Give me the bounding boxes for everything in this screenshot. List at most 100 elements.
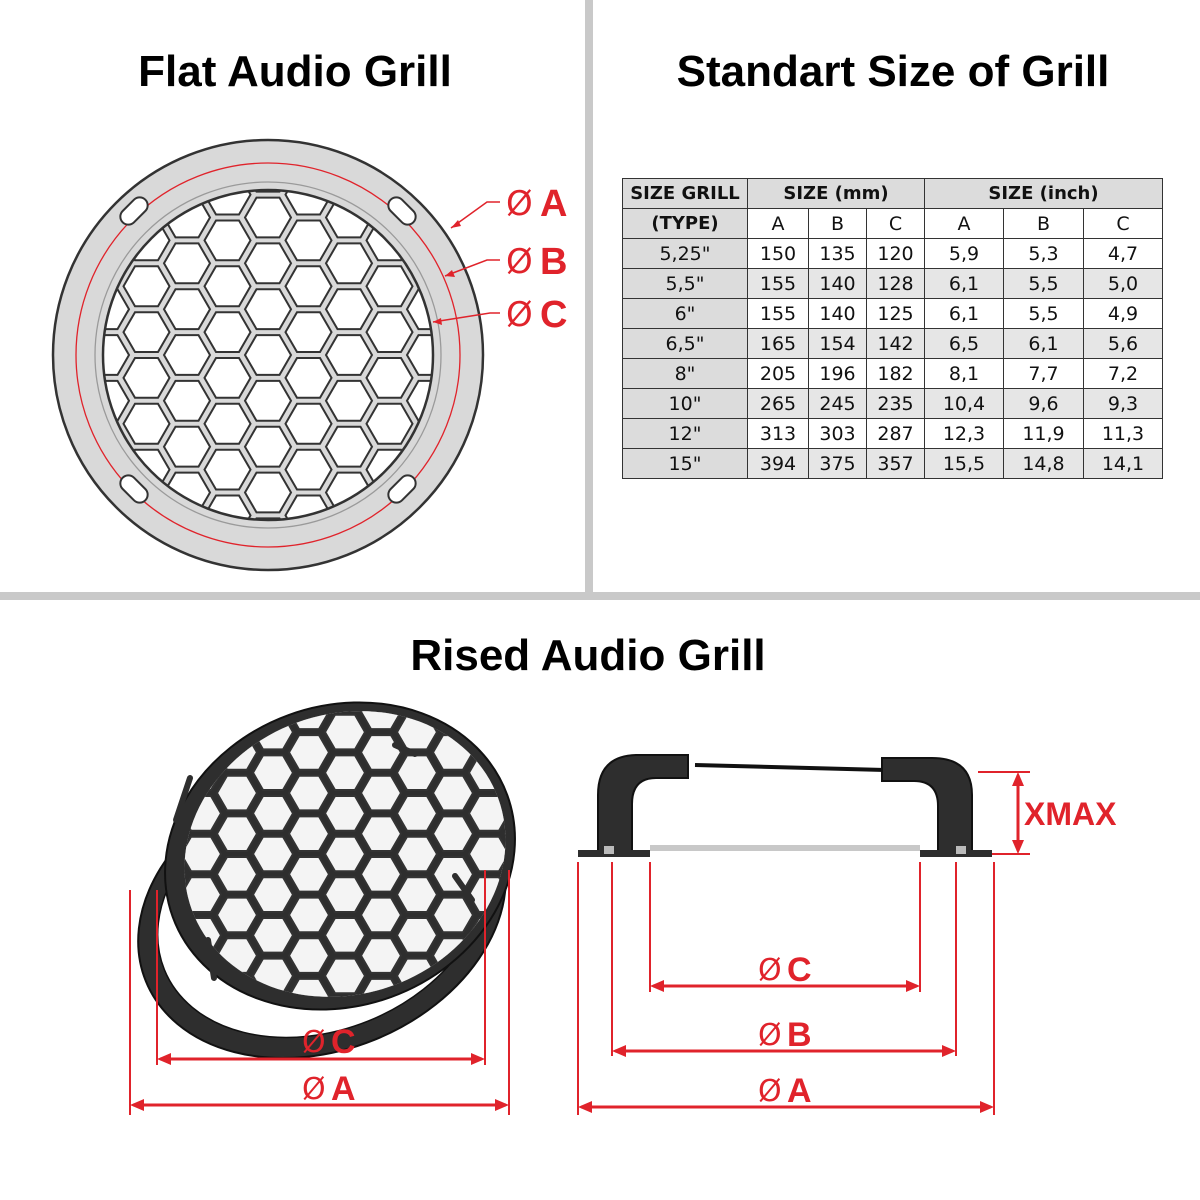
size-value-cell: 14,8 [1003,448,1084,479]
hex-cell [488,106,534,146]
standard-size-title: Standart Size of Grill [676,47,1110,96]
perspective-diameter-symbol-a: Ø [302,1072,326,1107]
hex-cell [103,334,131,376]
perspective-label-c: C [331,1023,356,1061]
hex-cell [2,152,48,192]
hex-cell [2,427,48,467]
size-value-cell: 5,6 [1083,328,1163,359]
hex-cell [43,175,89,215]
size-type-cell: 12" [622,418,748,449]
hex-cell [2,198,48,238]
header-inch: SIZE (inch) [924,178,1163,209]
hex-cell [359,937,403,974]
size-value-cell: 125 [866,298,925,329]
hex-cell [431,666,475,690]
hex-cell [397,1081,437,1116]
hex-cell [284,357,333,399]
size-value-cell: 5,0 [1083,268,1163,299]
size-value-cell: 135 [808,238,867,269]
side-label-c: C [787,951,812,989]
size-value-cell: 10,4 [924,388,1004,419]
size-value-cell: 165 [747,328,809,359]
size-value-cell: 182 [866,358,925,389]
hex-cell [215,896,259,934]
size-value-cell: 205 [747,358,809,389]
hex-cell [324,288,374,331]
size-value-cell: 245 [808,388,867,419]
size-value-cell: 150 [747,238,809,269]
hex-cell [251,673,295,710]
hex-cell [143,666,151,670]
leader-a [450,201,500,229]
hex-cell [164,106,210,146]
hex-cell [243,425,293,468]
hex-cell [467,666,511,670]
hex-cell [251,876,295,913]
hex-cell [124,83,170,123]
hex-cell [361,1060,401,1095]
flat-diameter-symbol-b: Ø [506,242,533,282]
hex-cell [407,564,453,604]
hex-cell [287,856,331,893]
hex-cell [179,673,223,710]
hex-cell [323,713,367,751]
size-type-cell: 5,25" [622,238,748,269]
hex-cell [43,83,89,123]
hex-cell [2,473,48,513]
perspective-diameter-symbol-c: Ø [302,1025,326,1060]
hex-cell [488,335,534,375]
hex-cell [83,60,129,100]
hex-cell [323,957,367,995]
sub-header: C [866,208,925,239]
hex-cell [162,242,212,285]
size-value-cell: 6,5 [924,328,1004,359]
hex-cell [143,795,151,832]
hex-cell [43,496,89,536]
horizontal-separator [0,592,1200,600]
hex-cell [143,754,151,791]
hex-cell [2,381,48,421]
size-value-cell: 287 [866,418,925,449]
hex-cell [243,379,293,422]
hex-cell [324,242,374,285]
hex-cell [253,1081,293,1116]
hex-cell [2,106,48,146]
hex-cell [367,83,413,123]
flat-label-b: B [540,241,567,283]
hex-cell [162,379,212,422]
header-mm: SIZE (mm) [747,178,925,209]
hex-cell [181,1081,221,1116]
hex-cell [286,83,332,123]
size-value-cell: 8,1 [924,358,1004,389]
hex-cell [405,334,433,376]
hex-cell [395,795,439,832]
hex-cell [83,564,129,604]
hex-cell [503,666,547,690]
hex-cell [488,60,534,100]
hex-cell [448,83,494,123]
size-value-cell: 4,7 [1083,238,1163,269]
hex-cell [433,613,473,648]
hex-cell [467,713,511,751]
hex-cell [143,734,187,771]
size-value-cell: 12,3 [924,418,1004,449]
hex-cell [217,1060,257,1095]
size-value-cell: 375 [808,448,867,479]
hex-cell [43,129,89,169]
size-value-cell: 9,3 [1083,388,1163,419]
header-type-line1: SIZE GRILL [622,178,748,209]
hex-cell [365,357,414,399]
ring-b-line [94,181,442,529]
hex-cell [83,106,129,146]
size-value-cell: 265 [747,388,809,419]
hex-cell [215,666,259,690]
hex-cell [215,815,259,852]
size-value-cell: 6,1 [924,298,1004,329]
hex-cell [359,896,403,934]
hex-cell [359,666,403,690]
size-value-cell: 15,5 [924,448,1004,479]
hex-cell [433,1060,473,1095]
